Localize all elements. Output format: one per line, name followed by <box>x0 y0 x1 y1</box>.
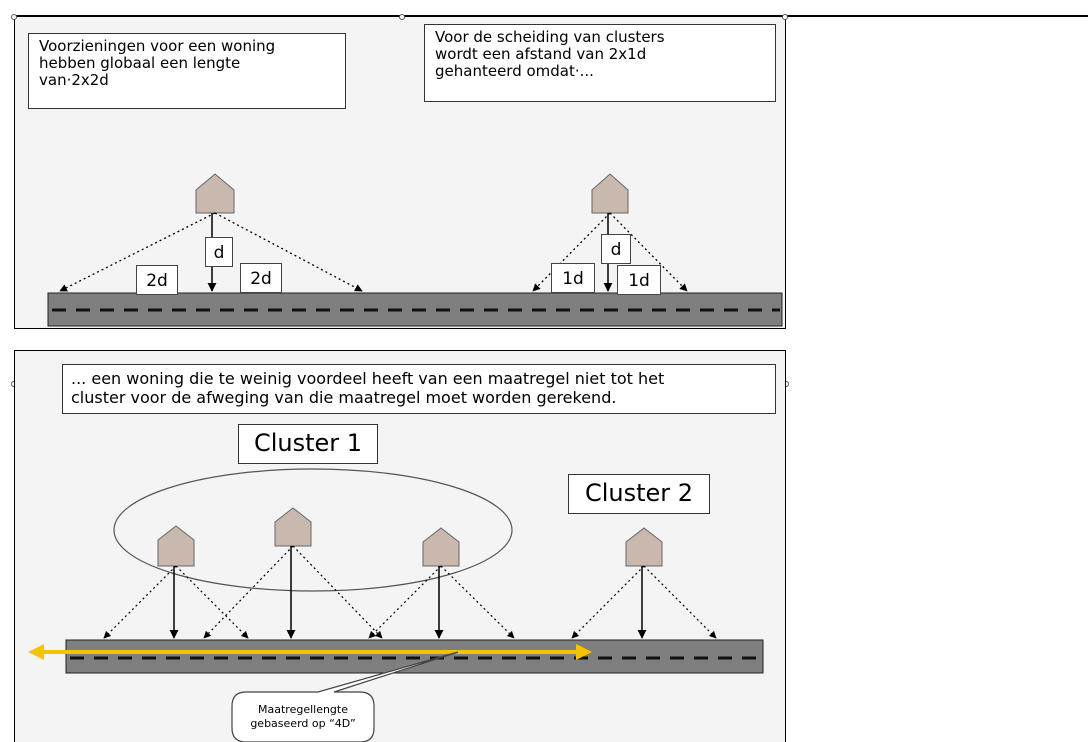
handle-icon[interactable] <box>11 14 17 20</box>
caption-right: Voor de scheiding van clusters wordt een… <box>424 24 776 102</box>
handle-icon[interactable] <box>399 14 405 20</box>
height-label-d: d <box>205 237 233 267</box>
house-icon <box>195 173 235 214</box>
reach-line <box>643 565 717 639</box>
reach-line <box>292 545 383 639</box>
reach-line <box>532 212 611 292</box>
house-icon <box>422 527 460 567</box>
cluster-1-ellipse <box>113 468 513 592</box>
reach-line <box>59 212 216 292</box>
caption-left: Voorzieningen voor een woning hebben glo… <box>28 33 346 109</box>
bottom-road <box>65 639 764 674</box>
reach-line <box>368 565 442 639</box>
reach-line <box>175 565 249 639</box>
distance-label-1d-right: 1d <box>617 265 661 295</box>
house-icon <box>157 525 195 567</box>
callout-text: Maatregellengte gebaseerd op “4D” <box>250 703 356 730</box>
handle-icon[interactable] <box>782 14 788 20</box>
distance-label-1d-left: 1d <box>551 263 595 293</box>
bottom-caption: ... een woning die te weinig voordeel he… <box>62 364 776 414</box>
house-icon <box>591 173 629 214</box>
top-road <box>47 292 783 327</box>
cluster-2-label: Cluster 2 <box>568 474 710 514</box>
reach-line <box>609 212 688 292</box>
height-label-d: d <box>601 234 631 264</box>
cluster-1-label: Cluster 1 <box>238 424 378 464</box>
reach-line <box>440 565 515 639</box>
distance-label-2d-right: 2d <box>240 263 282 293</box>
house-icon <box>274 507 312 547</box>
measure-length-arrow <box>28 644 592 660</box>
house-icon <box>625 527 663 567</box>
reach-line <box>203 545 294 639</box>
reach-line <box>103 565 177 639</box>
reach-line <box>571 565 645 639</box>
distance-label-2d-left: 2d <box>136 265 178 295</box>
